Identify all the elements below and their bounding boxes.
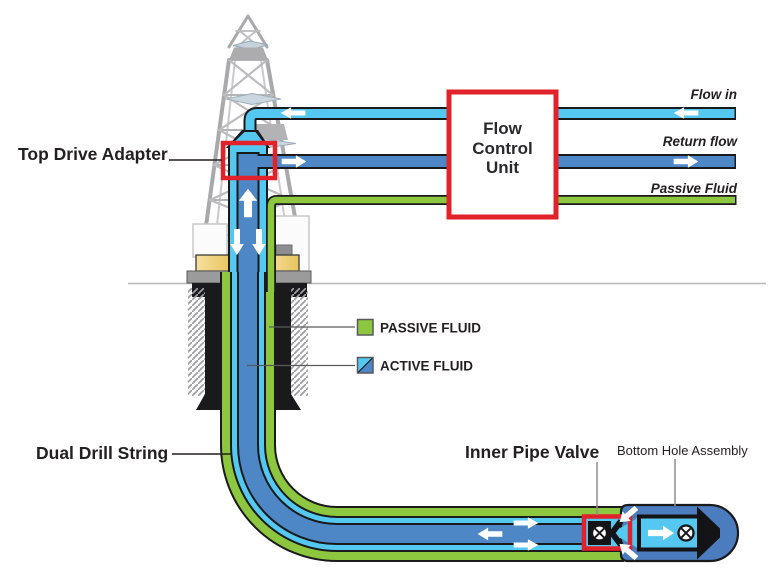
passive-fluid-legend-label: PASSIVE FLUID [380,321,481,336]
skid-block-left [195,254,232,272]
crown-block [229,47,268,60]
check-valve-chevron-icon [608,519,624,547]
fcu-label-line1: Flow [483,119,522,138]
inner-pipe-valve-label: Inner Pipe Valve [465,442,599,462]
fcu-label-line2: Control [472,139,532,158]
bottom-hole-assembly [581,503,740,563]
passive-fluid-label: Passive Fluid [651,181,738,196]
bha-valve-icon [677,524,695,542]
flow-control-unit-box [446,89,559,220]
monkey-board-platform [225,92,282,106]
dual-drill-string [220,272,624,562]
flow-wedge [611,516,640,550]
dual-drill-string-label: Dual Drill String [36,443,168,463]
flow-in-pipe [245,109,735,132]
legend: PASSIVE FLUID ACTIVE FLUID [247,318,481,374]
active-fluid-swatch [356,356,374,374]
formation-hatch-right [291,288,308,396]
top-drive-adapter-highlight-box [220,140,278,181]
return-flow-label: Return flow [663,134,739,149]
bit-nozzle-cone [697,506,720,560]
passive-fluid-swatch [356,318,374,336]
formation-hatch-left [188,288,205,396]
casing-wall-left [196,294,222,410]
casing-wall-right [274,294,301,410]
top-drive-adapter-label: Top Drive Adapter [18,144,168,164]
passive-line [267,196,735,292]
flow-in-label: Flow in [691,87,738,102]
callouts: Top Drive Adapter Dual Drill String Inne… [18,87,748,515]
string-return-core [239,272,624,543]
bottom-hole-assembly-label: Bottom Hole Assembly [617,443,748,458]
active-fluid-legend-label: ACTIVE FLUID [380,359,473,374]
flow-control-unit: Flow Control Unit [446,89,559,220]
fcu-label-line3: Unit [486,158,519,177]
inner-pipe-valve-highlight-box [581,514,633,551]
inner-pipe-valve-icon [590,524,609,542]
substructure-box-left [192,223,228,258]
